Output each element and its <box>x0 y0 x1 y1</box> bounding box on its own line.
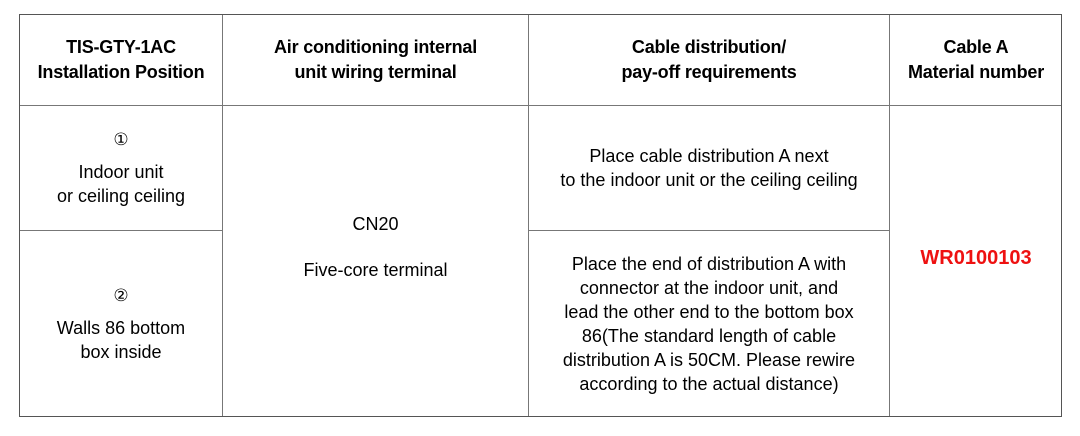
terminal-code: CN20 <box>352 213 399 234</box>
material-number: WR0100103 <box>920 247 1032 269</box>
header-installation-position: TIS-GTY-1AC Installation Position <box>37 37 205 82</box>
header-material-number: Cable A Material number <box>907 37 1045 82</box>
circled-number-1: ① <box>113 130 129 149</box>
circled-number-2: ② <box>113 286 129 305</box>
header-divider <box>20 105 1061 106</box>
column-divider <box>528 15 529 416</box>
wiring-table: TIS-GTY-1AC Installation Position Air co… <box>19 14 1062 417</box>
row-divider <box>528 230 889 231</box>
column-divider <box>222 15 223 416</box>
header-cable-requirements: Cable distribution/ pay-off requirements <box>621 37 797 82</box>
column-divider <box>889 15 890 416</box>
requirement-cell-2: Place the end of distribution A with con… <box>562 254 856 394</box>
row-divider <box>20 230 222 231</box>
position-cell-1: ① Indoor unit or ceiling ceiling <box>56 130 186 206</box>
header-wiring-terminal: Air conditioning internal unit wiring te… <box>274 37 477 82</box>
material-number-cell: WR0100103 <box>890 106 1062 417</box>
terminal-description: Five-core terminal <box>303 259 448 280</box>
terminal-cell: CN20 Five-core terminal <box>223 106 528 417</box>
requirement-cell-1: Place cable distribution A next to the i… <box>560 146 858 190</box>
position-cell-2: ② Walls 86 bottom box inside <box>56 286 186 362</box>
